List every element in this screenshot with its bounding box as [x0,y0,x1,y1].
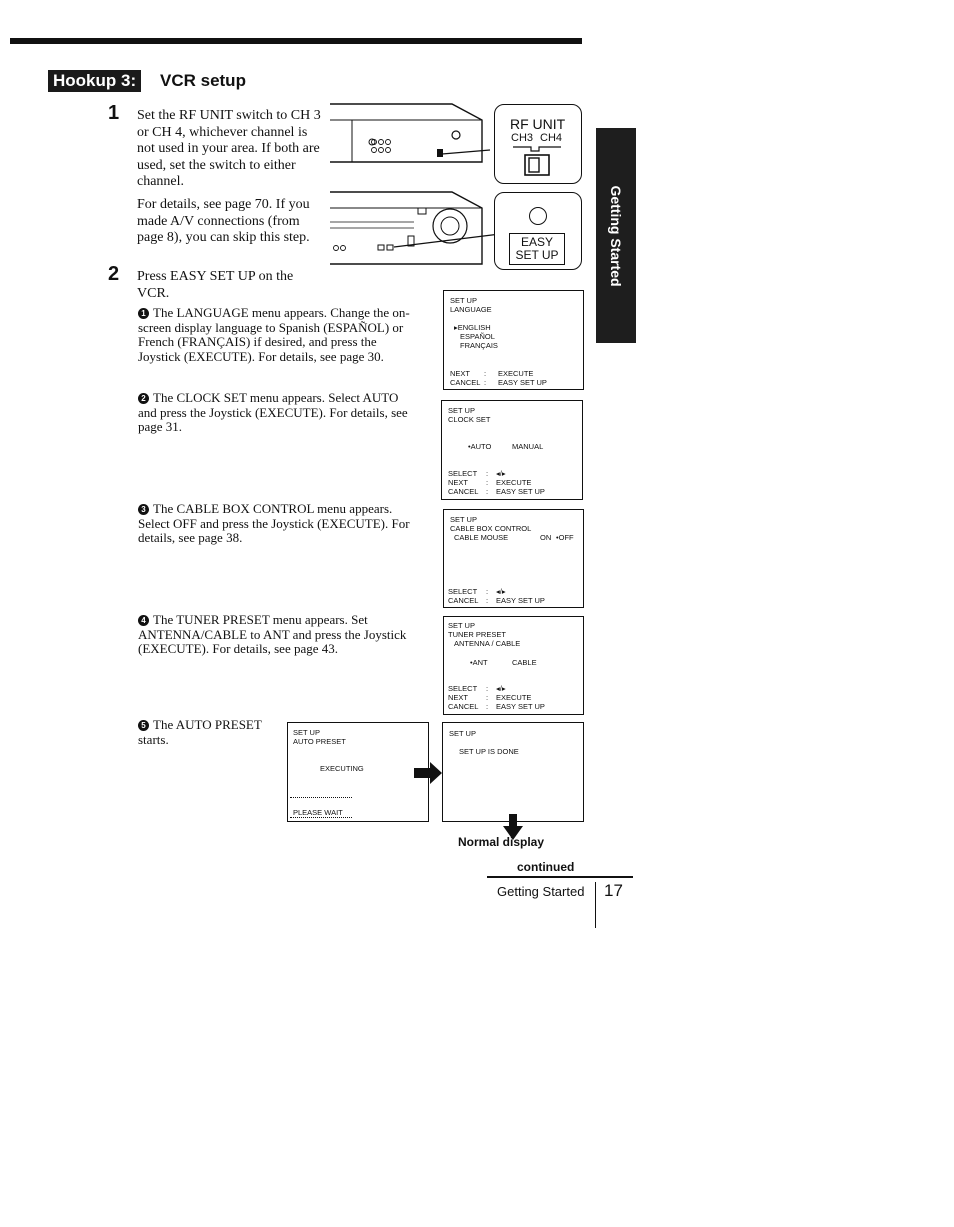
hookup-label: Hookup 3: [48,70,142,92]
screen-nav-value: ◂/▸ [496,587,506,596]
screen-line: AUTO PRESET [293,737,346,746]
screen-nav-value: EXECUTE [498,369,534,378]
screen-nav-key: NEXT [450,369,471,378]
substep-3-text: The CABLE BOX CONTROL menu appears. Sele… [138,501,410,545]
screen-line: SET UP [449,729,476,738]
screen-nav-value: ◂/▸ [496,469,506,478]
screen-option: •AUTO [468,442,492,451]
page-title: VCR setup [160,71,246,90]
screen-cable-box-control: SET UP CABLE BOX CONTROL CABLE MOUSE ON … [443,509,584,608]
step-number-1: 1 [108,102,120,124]
substep-marker-1: 1 [138,308,149,319]
substep-2-text: The CLOCK SET menu appears. Select AUTO … [138,390,408,434]
screen-nav-key: SELECT [448,469,478,478]
vcr-illustration [330,103,501,265]
step-1-details: For details, see page 70. If you made A/… [137,197,310,245]
screen-option: ESPAÑOL [460,332,495,341]
page-number: 17 [604,881,623,900]
substep-5-text: The AUTO PRESET starts. [138,717,262,747]
easy-setup-label-line-1: EASY [520,235,553,249]
screen-line: CLOCK SET [448,415,491,424]
easy-setup-label-box: EASY SET UP [509,233,565,265]
substep-marker-5: 5 [138,720,149,731]
continued-label: continued [517,860,575,874]
normal-display-label: Normal display [458,835,545,849]
screen-nav-key: CANCEL [448,487,479,496]
substep-marker-3: 3 [138,504,149,515]
screen-line: SET UP [450,515,477,524]
easy-setup-label-line-2: SET UP [515,248,559,262]
progress-bar-bottom [290,817,352,819]
screen-option: ▸ENGLISH [454,323,491,332]
screen-nav-key: NEXT [448,478,469,487]
screen-line: SET UP [450,296,477,305]
screen-nav-value: EASY SET UP [496,596,545,605]
substep-marker-2: 2 [138,393,149,404]
screen-line: CABLE BOX CONTROL [450,524,532,533]
screen-option: MANUAL [512,442,544,451]
screen-line: SET UP [448,406,475,415]
easy-setup-button-icon [529,207,547,225]
screen-line: EXECUTING [320,764,364,773]
footer-rule [487,876,633,878]
screen-line: SET UP IS DONE [459,747,519,756]
screen-nav-value: EASY SET UP [496,702,545,711]
screen-nav-value: ◂/▸ [496,684,506,693]
step-1-text: Set the RF UNIT switch to CH 3 or CH 4, … [137,108,321,189]
screen-nav-key: CANCEL [448,596,479,605]
please-wait-text: PLEASE WAIT [293,808,343,817]
screen-nav-key: CANCEL [448,702,479,711]
easy-setup-callout: EASY SET UP [494,192,582,270]
step-number-2: 2 [108,263,120,285]
arrow-right-icon [414,762,442,784]
screen-line: SET UP [448,621,475,630]
screen-nav-key: SELECT [448,684,478,693]
footer-section: Getting Started [497,884,585,899]
arrow-down-icon [503,814,523,840]
screen-nav-value: EXECUTE [496,478,532,487]
screen-language: SET UP LANGUAGE ▸ENGLISH ESPAÑOL FRANÇAI… [443,290,584,390]
side-tab: Getting Started [596,128,636,343]
screen-option: •ANT [470,658,488,667]
screen-nav-key: CANCEL [450,378,481,387]
rf-unit-label: RF UNIT [510,116,566,132]
top-rule [10,38,582,44]
screen-tuner-preset: SET UP TUNER PRESET ANTENNA / CABLE •ANT… [443,616,584,715]
substep-1-text: The LANGUAGE menu appears. Change the on… [138,305,410,364]
footer-divider [595,882,596,928]
screen-auto-preset: SET UP AUTO PRESET EXECUTING PLEASE WAIT [287,722,429,822]
screen-setup-done: SET UP SET UP IS DONE [442,722,584,822]
rf-ch4-label: CH4 [540,132,563,144]
screen-nav-value: EASY SET UP [498,378,547,387]
step-2-text: Press EASY SET UP on the VCR. [137,269,294,301]
screen-option: FRANÇAIS [460,341,498,350]
screen-line: TUNER PRESET [448,630,506,639]
screen-line: LANGUAGE [450,305,492,314]
rf-ch3-label: CH3 [511,132,534,144]
screen-line: CABLE MOUSE [454,533,509,542]
substep-4-text: The TUNER PRESET menu appears. Set ANTEN… [138,612,407,656]
screen-option: ON [540,533,552,542]
screen-clock-set: SET UP CLOCK SET •AUTO MANUAL SELECT : ◂… [441,400,583,500]
screen-option: CABLE [512,658,537,667]
side-tab-label: Getting Started [608,185,624,287]
substep-marker-4: 4 [138,615,149,626]
screen-option: •OFF [556,533,574,542]
screen-nav-key: NEXT [448,693,469,702]
screen-nav-value: EXECUTE [496,693,532,702]
rf-unit-callout: RF UNIT CH3 CH4 [494,104,582,184]
progress-bar-top [290,797,352,799]
screen-line: ANTENNA / CABLE [454,639,521,648]
rf-switch-icon [513,146,561,176]
screen-nav-value: EASY SET UP [496,487,545,496]
screen-nav-key: SELECT [448,587,478,596]
screen-line: SET UP [293,728,320,737]
